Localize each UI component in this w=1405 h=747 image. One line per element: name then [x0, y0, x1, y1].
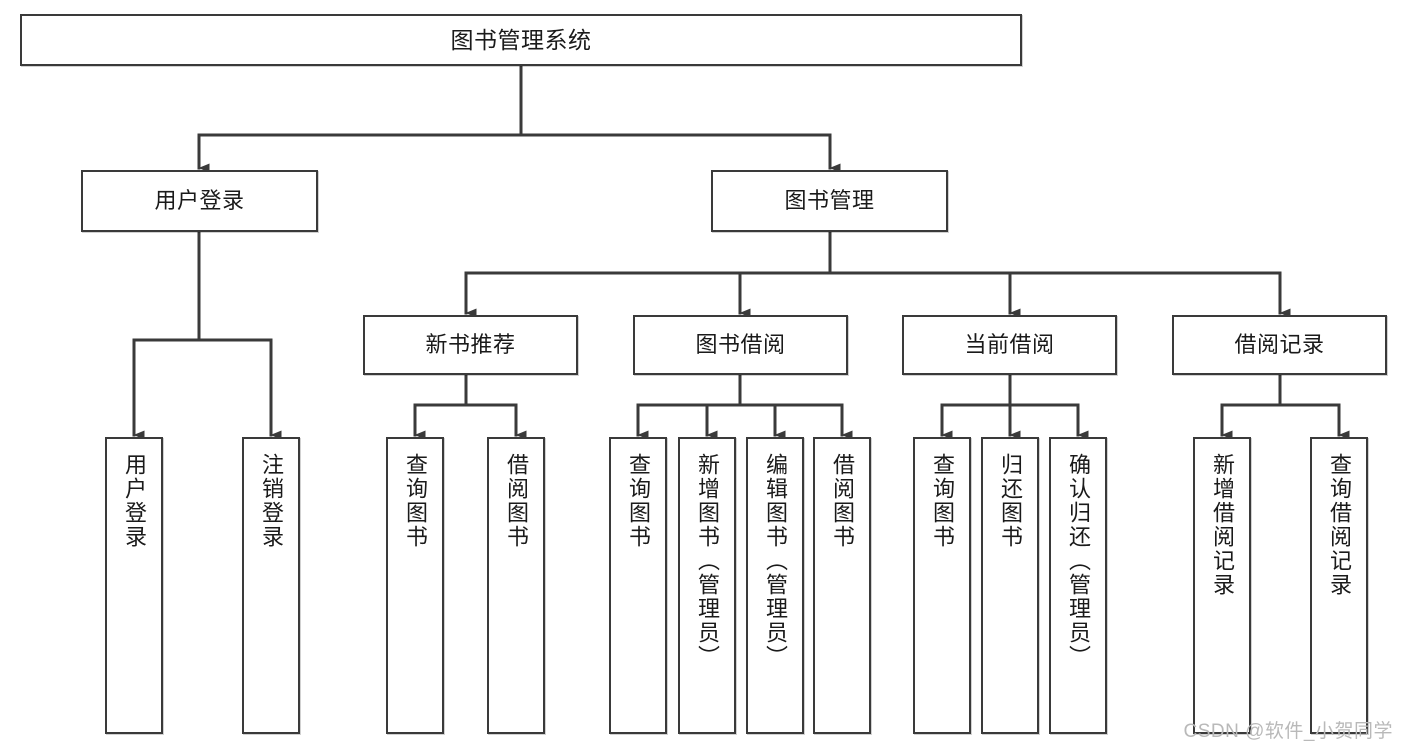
csdn-watermark: CSDN @软件_小贺同学 [1183, 721, 1393, 742]
node-label: 借阅图书 [504, 453, 529, 549]
node-user-login[interactable]: 用户登录 [81, 170, 318, 232]
node-label: 用户登录 [154, 188, 245, 214]
leaf-current-return-book[interactable]: 归还图书 [981, 437, 1039, 734]
leaf-borrow-add-book-admin[interactable]: 新增图书（管理员） [678, 437, 736, 734]
leaf-recommend-query-book[interactable]: 查询图书 [386, 437, 444, 734]
node-label: 编辑图书（管理员） [763, 453, 788, 669]
node-label: 新书推荐 [425, 332, 516, 358]
node-label: 图书借阅 [695, 332, 786, 358]
node-label: 新增图书（管理员） [695, 453, 720, 669]
leaf-user-logout[interactable]: 注销登录 [242, 437, 300, 734]
node-label: 图书管理 [784, 188, 875, 214]
node-label: 当前借阅 [964, 332, 1055, 358]
leaf-recommend-borrow-book[interactable]: 借阅图书 [487, 437, 545, 734]
node-label: 图书管理系统 [450, 26, 592, 53]
node-label: 新增借阅记录 [1210, 453, 1235, 597]
node-root-system[interactable]: 图书管理系统 [20, 14, 1022, 66]
node-label: 查询图书 [930, 453, 955, 549]
node-label: 查询借阅记录 [1327, 453, 1352, 597]
node-current-borrow[interactable]: 当前借阅 [902, 315, 1117, 375]
leaf-records-query-record[interactable]: 查询借阅记录 [1310, 437, 1368, 734]
node-book-borrow[interactable]: 图书借阅 [633, 315, 848, 375]
node-label: 查询图书 [403, 453, 428, 549]
leaf-current-query-book[interactable]: 查询图书 [913, 437, 971, 734]
node-label: 借阅记录 [1234, 332, 1325, 358]
leaf-borrow-borrow-book[interactable]: 借阅图书 [813, 437, 871, 734]
node-new-book-recommend[interactable]: 新书推荐 [363, 315, 578, 375]
node-book-management[interactable]: 图书管理 [711, 170, 948, 232]
leaf-borrow-query-book[interactable]: 查询图书 [609, 437, 667, 734]
node-label: 注销登录 [259, 453, 284, 549]
leaf-user-login[interactable]: 用户登录 [105, 437, 163, 734]
leaf-borrow-edit-book-admin[interactable]: 编辑图书（管理员） [746, 437, 804, 734]
node-label: 借阅图书 [830, 453, 855, 549]
leaf-records-add-record[interactable]: 新增借阅记录 [1193, 437, 1251, 734]
node-label: 归还图书 [998, 453, 1023, 549]
node-borrow-records[interactable]: 借阅记录 [1172, 315, 1387, 375]
node-label: 用户登录 [122, 453, 147, 549]
node-label: 确认归还（管理员） [1066, 453, 1091, 669]
node-label: 查询图书 [626, 453, 651, 549]
leaf-current-confirm-return-admin[interactable]: 确认归还（管理员） [1049, 437, 1107, 734]
